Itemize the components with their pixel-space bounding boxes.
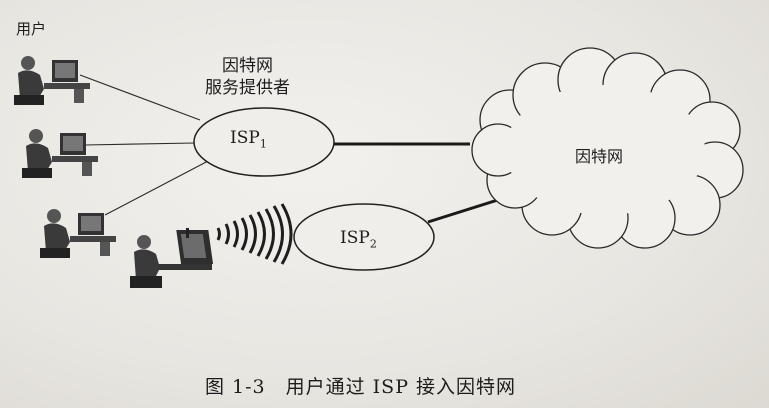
- isp2-node: [293, 203, 435, 271]
- desktop-user-icon: [22, 129, 98, 178]
- isp1-node: [193, 107, 335, 177]
- isp2-label-sub: 2: [369, 237, 377, 251]
- cloud-icon: [471, 47, 744, 249]
- link-user2-isp1: [84, 142, 196, 146]
- isp1-label: ISP1: [230, 128, 267, 150]
- internet-label: 因特网: [575, 147, 624, 166]
- isp-description-label: 因特网 服务提供者: [205, 55, 290, 99]
- desktop-user-icon: [40, 209, 116, 258]
- figure-caption: 图 1-3 用户通过 ISP 接入因特网: [205, 376, 517, 398]
- isp2-label: ISP2: [340, 228, 377, 250]
- desktop-user-icon: [14, 56, 90, 105]
- isp-description-line1: 因特网: [222, 56, 273, 76]
- laptop-user-icon: [130, 228, 214, 288]
- isp1-label-sub: 1: [259, 137, 267, 151]
- isp-description-line2: 服务提供者: [205, 78, 290, 98]
- isp2-label-main: ISP: [340, 228, 370, 248]
- wireless-signal-icon: [216, 203, 293, 265]
- link-user3-isp1: [104, 159, 211, 216]
- link-user1-isp1: [79, 74, 201, 121]
- users-label: 用户: [16, 20, 47, 38]
- isp1-label-main: ISP: [230, 128, 260, 148]
